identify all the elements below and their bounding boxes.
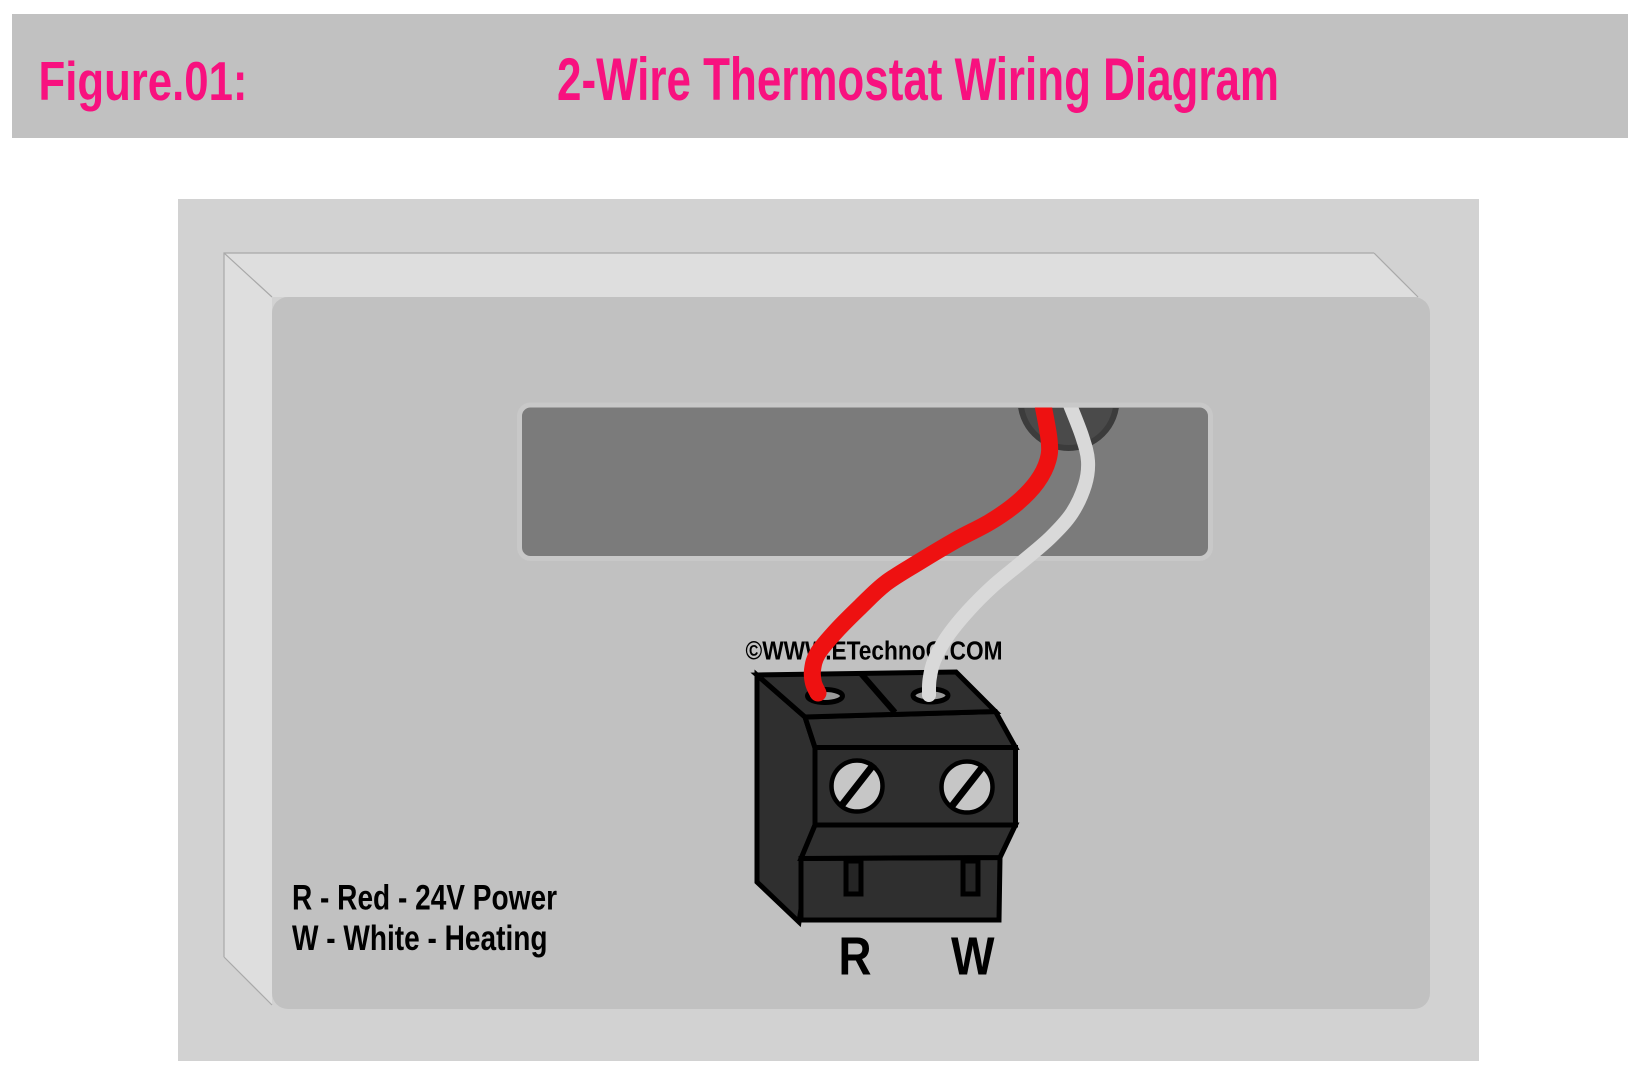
svg-text:W - White - Heating: W - White - Heating	[292, 918, 548, 958]
svg-text:2-Wire Thermostat Wiring Diagr: 2-Wire Thermostat Wiring Diagram	[557, 46, 1279, 113]
svg-text:R - Red - 24V Power: R - Red - 24V Power	[292, 878, 557, 918]
svg-text:©WWW.ETechnoG.COM: ©WWW.ETechnoG.COM	[746, 638, 1003, 666]
svg-text:W: W	[951, 927, 995, 987]
svg-text:R: R	[839, 927, 872, 987]
svg-text:Figure.01:: Figure.01:	[39, 50, 248, 112]
